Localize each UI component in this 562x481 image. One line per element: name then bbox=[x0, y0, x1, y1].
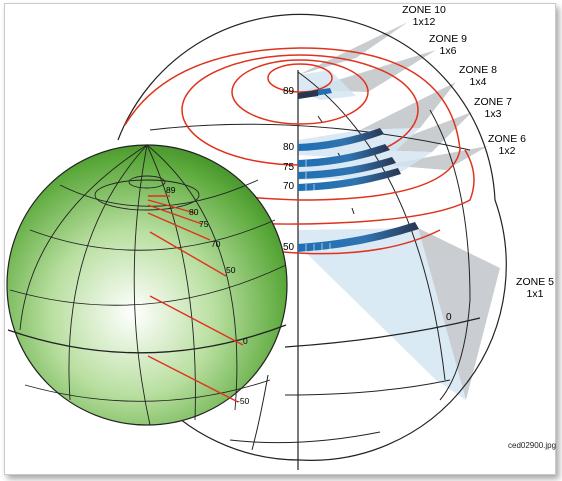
small-lat-label: 50 bbox=[226, 265, 236, 275]
small-lat-label: -50 bbox=[237, 396, 250, 406]
zone-name: ZONE 9 bbox=[429, 33, 467, 45]
large-lat-label: 70 bbox=[283, 181, 295, 192]
small-lat-label: 0 bbox=[243, 336, 248, 346]
wedge-zone-8 bbox=[360, 82, 456, 130]
small-lat-label: 70 bbox=[211, 239, 221, 249]
large-lat-label: 80 bbox=[283, 142, 295, 153]
large-sphere: 89 80 75 70 50 0 bbox=[117, 13, 507, 470]
zone-labels: ZONE 10 1x12 ZONE 9 1x6 ZONE 8 1x4 ZONE … bbox=[402, 4, 554, 300]
small-sphere-body bbox=[6, 144, 288, 426]
zone-name: ZONE 10 bbox=[402, 4, 446, 16]
zone-grid: 1x4 bbox=[470, 76, 487, 88]
large-lat-label: 89 bbox=[283, 86, 295, 97]
zone-grid: 1x12 bbox=[413, 16, 436, 28]
large-lat-label: 0 bbox=[446, 312, 452, 323]
image-credit: ced02900.jpg bbox=[508, 441, 557, 450]
zone-grid: 1x3 bbox=[485, 108, 502, 120]
zone-grid: 1x1 bbox=[527, 288, 544, 300]
wedge-zone-5 bbox=[418, 228, 500, 400]
latitude-bands bbox=[298, 88, 419, 252]
large-sphere-outline bbox=[117, 13, 507, 461]
zone-grid: 1x2 bbox=[499, 145, 516, 157]
zone-name: ZONE 5 bbox=[516, 276, 554, 288]
zone-name: ZONE 7 bbox=[474, 96, 512, 108]
zone-grid: 1x6 bbox=[440, 45, 457, 57]
small-lat-label: 75 bbox=[199, 219, 209, 229]
small-lat-label: 80 bbox=[189, 207, 199, 217]
large-lat-label: 50 bbox=[283, 242, 295, 253]
small-lat-label: 89 bbox=[166, 185, 176, 195]
large-lat-label: 75 bbox=[283, 162, 295, 173]
small-sphere: 89 80 75 70 50 0 -50 bbox=[6, 144, 288, 426]
equator-line bbox=[284, 317, 481, 348]
zone-name: ZONE 6 bbox=[488, 133, 526, 145]
zone-name: ZONE 8 bbox=[459, 64, 497, 76]
